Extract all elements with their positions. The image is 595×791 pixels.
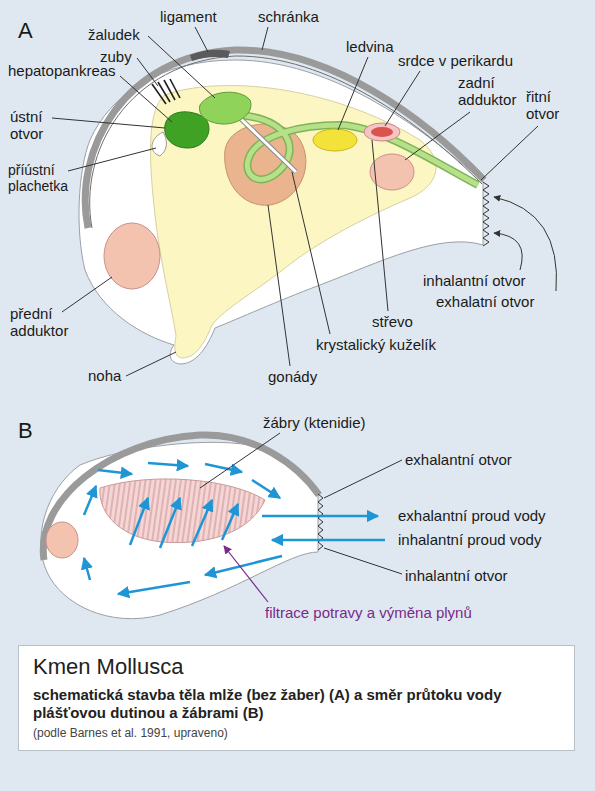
part-label: žaludek (88, 26, 140, 43)
part-label: gonády (268, 368, 317, 385)
anterior-adductor (46, 522, 78, 558)
caption-source: (podle Barnes et al. 1991, upraveno) (33, 726, 560, 740)
heart (371, 127, 393, 137)
part-label: střevo (372, 313, 413, 330)
part-label: příústní plachetka (8, 162, 88, 194)
mantle (79, 60, 483, 364)
part-label: schránka (258, 8, 319, 25)
leader-lines (200, 433, 402, 574)
part-label: exhalantní otvor (405, 451, 512, 468)
stomach-shape (200, 92, 251, 124)
part-label: srdce v perikardu (398, 52, 513, 69)
part-label: ledvina (346, 38, 394, 55)
panel-letter: A (18, 18, 33, 43)
part-label: inhalantní otvor (423, 272, 526, 289)
part-label: zadní adduktor (458, 74, 533, 108)
part-label: přední adduktor (10, 305, 90, 339)
caption-box: Kmen Mollusca schematická stavba těla mlž… (18, 645, 575, 751)
part-label: ústní otvor (10, 108, 65, 142)
note-label: filtrace potravy a výměna plynů (265, 604, 472, 621)
part-label: řitní otvor (526, 88, 586, 122)
flow-label: exhalantní proud vody (398, 507, 546, 524)
gills-shape (100, 479, 265, 543)
caption-title: Kmen Mollusca (33, 654, 560, 680)
part-label: exhalatní otvor (436, 293, 534, 310)
part-label: krystalický kuželík (316, 336, 436, 353)
flow-label: inhalantní proud vody (398, 531, 541, 548)
pericardium (364, 123, 400, 141)
anterior-adductor (104, 223, 160, 289)
siphon-edge (318, 494, 323, 550)
hepatopancreas-shape (165, 112, 209, 148)
intestine (240, 115, 478, 185)
caption-text: schematická stavba těla mlže (bez žaber)… (33, 686, 560, 722)
part-label: inhalantní otvor (405, 567, 508, 584)
teeth (152, 79, 180, 104)
crystal-style (240, 118, 296, 172)
leader-arrow (224, 546, 268, 602)
ligament-shape (190, 50, 230, 61)
part-label: hepatopankreas (8, 62, 116, 79)
kidney-shape (313, 129, 357, 151)
water-flow-arrows (84, 463, 385, 594)
leader-arrow (494, 233, 522, 270)
part-label: ligament (160, 8, 217, 25)
intestine-outline (240, 115, 478, 185)
leader-lines (52, 27, 538, 376)
labial-palp (152, 132, 166, 156)
siphon-edge (483, 182, 489, 246)
part-label: noha (88, 367, 121, 384)
panel-letter: B (18, 418, 33, 443)
crystal-style-outline (240, 118, 296, 172)
part-label: žábry (ktenidie) (263, 414, 366, 431)
mantle (41, 442, 318, 618)
